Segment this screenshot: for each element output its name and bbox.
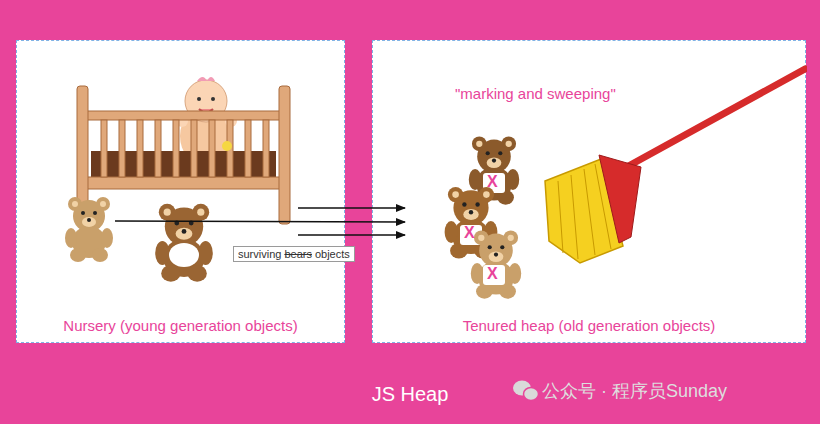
nursery-illustration	[17, 41, 346, 344]
promotion-arrow	[115, 221, 405, 222]
bear	[155, 204, 213, 282]
watermark: 公众号 · 程序员Sunday	[542, 379, 727, 403]
struck-word: bears	[284, 248, 312, 260]
generation-panel: Nursery (young generation objects)	[16, 40, 345, 343]
region-label: Tenured heap (old generation objects)	[373, 317, 805, 334]
label-word: surviving	[238, 248, 281, 260]
bear	[471, 230, 521, 298]
delete-mark: X	[487, 173, 498, 191]
label-box: survivingbearsobjects	[233, 246, 355, 262]
wechat-icon	[513, 381, 539, 401]
generation-panel: Tenured heap (old generation objects) "ma…	[372, 40, 806, 343]
region-label: Nursery (young generation objects)	[17, 317, 344, 334]
bear	[65, 197, 113, 262]
process-note: "marking and sweeping"	[455, 85, 616, 102]
delete-mark: X	[464, 224, 475, 242]
promotion-arrow	[298, 207, 405, 209]
delete-mark: X	[487, 265, 498, 283]
label-word: objects	[315, 248, 350, 260]
promotion-arrow	[298, 234, 405, 236]
